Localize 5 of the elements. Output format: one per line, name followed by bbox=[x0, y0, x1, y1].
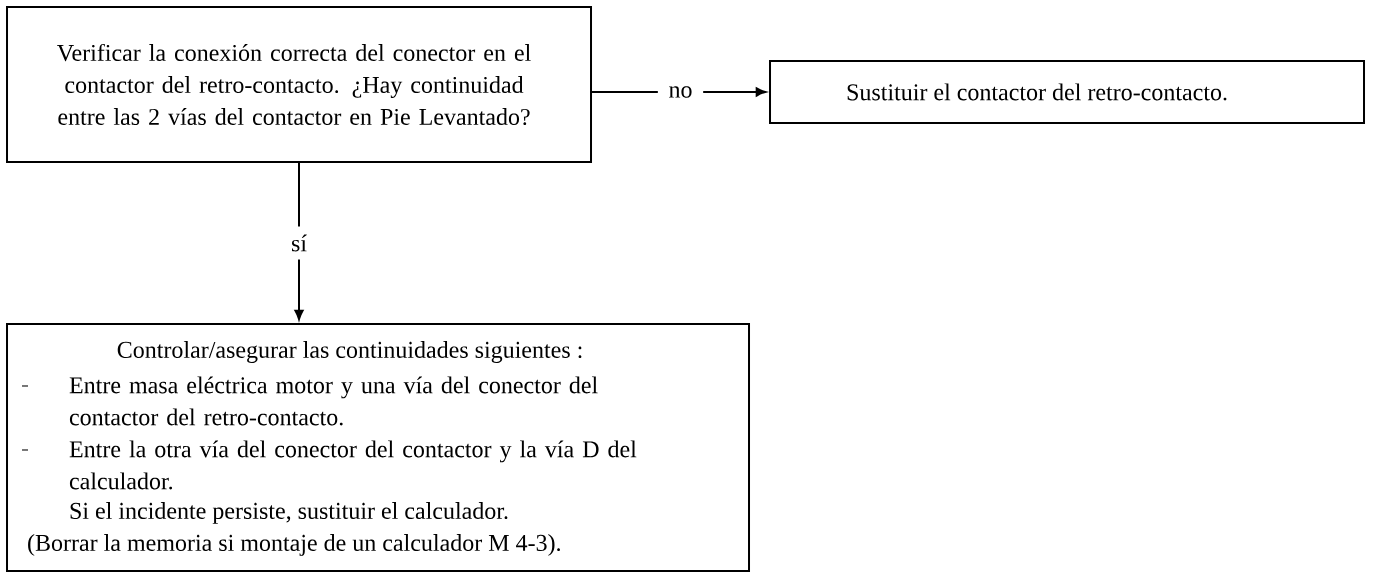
process-box: Sustituir el contactor del retro-contacto. bbox=[769, 60, 1365, 124]
edge-label: no bbox=[657, 78, 704, 106]
edge-label: sí bbox=[280, 226, 318, 260]
process-box: Verificar la conexión correcta del conector en el contactor del retro-contacto. ¿Hay continuidad entre las 2 vías del contactor en Pie Levantado? bbox=[6, 6, 592, 163]
process-box: Controlar/asegurar las continuidades siguientes : Entre masa eléctrica motor y una vía del conector del contactor del retro-contacto. Entre la otra vía del conector del contactor y la vía D del calculador. Si el incidente persiste, sustituir el calculador. (Borrar la memoria si montaje de un calculador M 4-3). bbox=[6, 323, 750, 572]
